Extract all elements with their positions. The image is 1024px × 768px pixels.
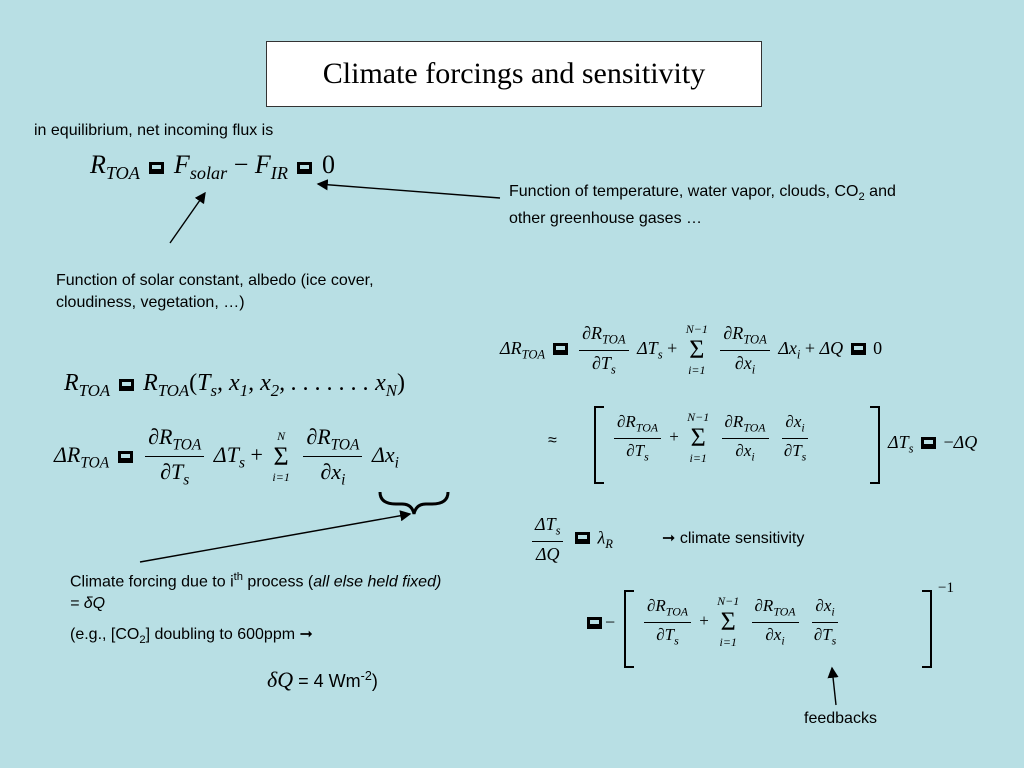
functional-equation: RTOA RTOA(Ts, x1, x2, . . . . . . . xN) [64,370,405,400]
bracket-left-2 [624,590,634,668]
note-ir: Function of temperature, water vapor, cl… [509,183,896,228]
intro-text: in equilibrium, net incoming flux is [34,122,274,139]
equals-symbol-2 [297,162,313,174]
exponent-neg1: −1 [938,580,954,596]
underbrace [378,491,450,515]
approx-symbol: ≈ [548,432,557,449]
slide-title: Climate forcings and sensitivity [266,41,762,107]
arrow-to-fir [316,179,501,199]
note-solar: Function of solar constant, albedo (ice … [56,272,374,311]
right-equation-2-rhs: ΔTs −ΔQ [888,432,978,456]
equilibrium-equation: RTOA Fsolar − FIR 0 [90,150,335,184]
bracket-right [870,406,880,484]
lambda-equation-lhs: − [584,612,615,633]
equals-symbol-3 [119,379,135,391]
arrow-feedbacks [827,666,839,706]
feedbacks-label: feedbacks [804,710,877,727]
equals-symbol [149,162,165,174]
arrow-to-brace [139,510,412,563]
example-label: (e.g., [CO2] doubling to 600ppm ➞ [70,626,313,647]
arrow-to-fsolar [169,191,206,244]
forcing-label: Climate forcing due to ith process (all … [70,571,442,613]
bracket-right-2 [922,590,932,668]
sensitivity-label: ➞ climate sensitivity [662,530,805,547]
dq-value: δQ = 4 Wm-2) [267,667,378,692]
minus-symbol: − [233,150,249,179]
bracket-left [594,406,604,484]
